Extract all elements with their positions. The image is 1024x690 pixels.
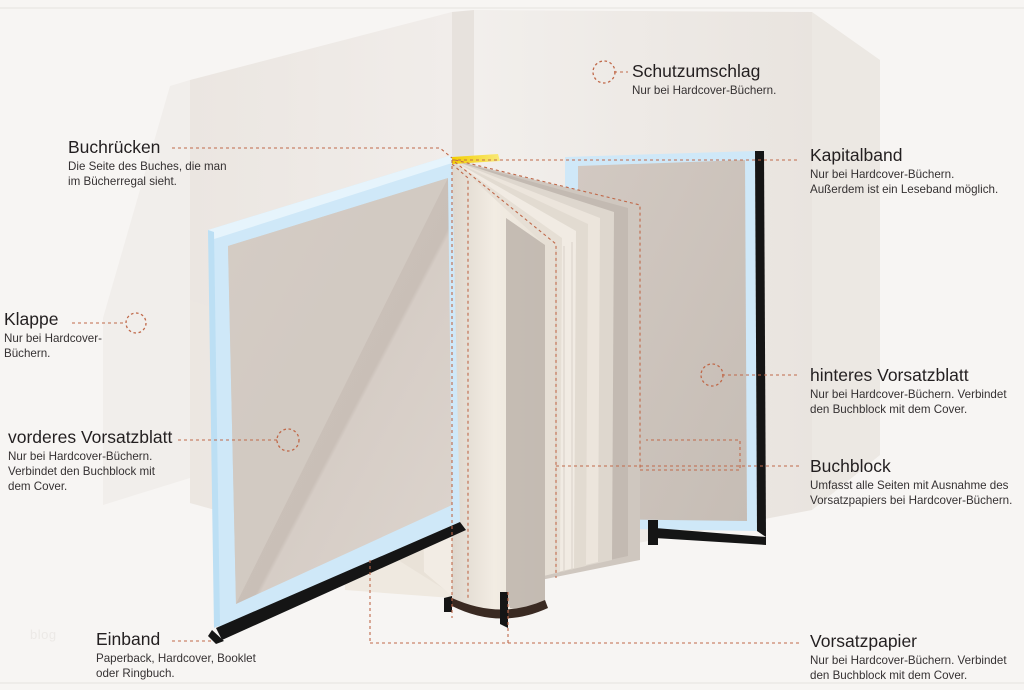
callout-einband-desc: Paperback, Hardcover, Booklet oder Ringb…	[96, 651, 256, 681]
marker-circle-hinteres-vorsatzblatt	[700, 363, 724, 387]
callout-vorsatzpapier-title: Vorsatzpapier	[810, 631, 918, 651]
front-cover-board-left-edge	[208, 230, 220, 628]
callout-vorsatzpapier-desc-line-1: Nur bei Hardcover-Büchern. Verbindet	[810, 653, 1007, 667]
callout-klappe-desc-line-1: Nur bei Hardcover-	[4, 331, 102, 345]
leader-block-outline-outer	[454, 159, 641, 470]
callout-buchruecken-title: Buchrücken	[68, 137, 161, 157]
callout-buchblock: Buchblock Umfasst alle Seiten mit Ausnah…	[810, 457, 1012, 508]
front-cover-edge-bottom	[216, 522, 466, 640]
callout-vorsatzpapier-desc-line-2: den Buchblock mit dem Cover.	[810, 668, 968, 682]
book-block-gutter-shadow	[506, 218, 545, 609]
dust-jacket-right-flap	[812, 12, 880, 510]
callout-schutzumschlag-desc: Nur bei Hardcover-Büchern.	[632, 83, 777, 97]
marker-circle-klappe	[125, 312, 147, 334]
leader-front-endpaper-outline	[451, 163, 469, 600]
callout-buchruecken-desc-line-2: im Bücherregal sieht.	[68, 174, 177, 188]
back-cover-edge-right	[755, 151, 766, 537]
front-cover-edge-corner	[208, 630, 224, 644]
callout-hinteres-vorsatzblatt: hinteres Vorsatzblatt Nur bei Hardcover-…	[810, 366, 1007, 417]
callout-klappe-title: Klappe	[4, 309, 59, 329]
callout-einband: Einband Paperback, Hardcover, Booklet od…	[96, 630, 256, 681]
front-cover-board-group	[208, 155, 466, 644]
callout-buchruecken-desc: Die Seite des Buches, die man im Bücherr…	[68, 159, 227, 189]
callout-schutzumschlag: Schutzumschlag Nur bei Hardcover-Büchern…	[632, 62, 776, 98]
callout-hinteres-vorsatzblatt-desc-line-1: Nur bei Hardcover-Büchern. Verbindet	[810, 387, 1007, 401]
front-cover-board-top-highlight	[208, 155, 452, 240]
callout-kapitalband-title: Kapitalband	[810, 145, 903, 165]
callout-buchblock-desc: Umfasst alle Seiten mit Ausnahme des Vor…	[810, 478, 1012, 508]
callout-hinteres-vorsatzblatt-desc: Nur bei Hardcover-Büchern. Verbindet den…	[810, 387, 1007, 417]
callout-schutzumschlag-title: Schutzumschlag	[632, 61, 761, 81]
callout-einband-desc-line-1: Paperback, Hardcover, Booklet	[96, 651, 256, 665]
callout-kapitalband-desc-line-1: Nur bei Hardcover-Büchern.	[810, 167, 955, 181]
callout-hinteres-vorsatzblatt-desc-line-2: den Buchblock mit dem Cover.	[810, 402, 968, 416]
callout-vorderes-vorsatzblatt-desc-line-1: Nur bei Hardcover-Büchern.	[8, 449, 153, 463]
leader-block-outline-inner	[454, 161, 557, 578]
leader-lines-group	[72, 71, 800, 644]
callout-buchruecken: Buchrücken Die Seite des Buches, die man…	[68, 138, 227, 189]
callout-einband-title: Einband	[96, 629, 161, 649]
book-block-bottom-edge	[452, 598, 548, 619]
callout-kapitalband-desc-line-2: Außerdem ist ein Leseband möglich.	[810, 182, 999, 196]
callout-vorderes-vorsatzblatt-desc: Nur bei Hardcover-Büchern. Verbindet den…	[8, 449, 172, 494]
callout-buchblock-desc-line-1: Umfasst alle Seiten mit Ausnahme des	[810, 478, 1009, 492]
callout-buchblock-desc-line-2: Vorsatzpapiers bei Hardcover-Büchern.	[810, 493, 1013, 507]
callout-vorsatzpapier-desc: Nur bei Hardcover-Büchern. Verbindet den…	[810, 653, 1007, 683]
back-cover-edge-notch	[648, 520, 658, 545]
callout-hinteres-vorsatzblatt-title: hinteres Vorsatzblatt	[810, 365, 969, 385]
callout-vorderes-vorsatzblatt-desc-line-3: dem Cover.	[8, 480, 68, 494]
book-block-foot-sliver	[444, 596, 452, 612]
callout-vorderes-vorsatzblatt-title: vorderes Vorsatzblatt	[8, 427, 173, 447]
callout-klappe-desc-line-2: Büchern.	[4, 346, 51, 360]
callout-buchblock-title: Buchblock	[810, 456, 891, 476]
callout-vorsatzpapier: Vorsatzpapier Nur bei Hardcover-Büchern.…	[810, 632, 1007, 683]
callout-vorderes-vorsatzblatt: vorderes Vorsatzblatt Nur bei Hardcover-…	[8, 428, 172, 494]
watermark-text: blog	[30, 627, 57, 642]
leader-buchblock-hook	[640, 439, 741, 471]
front-cover-sheen	[228, 178, 448, 604]
page-line-hatching	[555, 242, 573, 574]
callout-klappe-desc: Nur bei Hardcover- Büchern.	[4, 331, 102, 361]
dust-jacket-left-flap	[103, 80, 190, 505]
marker-circle-schutzumschlag	[592, 60, 616, 84]
callout-buchruecken-desc-line-1: Die Seite des Buches, die man	[68, 159, 227, 173]
book-block-foot-sliver-2	[500, 592, 508, 628]
leader-buchruecken	[172, 147, 453, 159]
callout-klappe: Klappe Nur bei Hardcover- Büchern.	[4, 310, 102, 361]
headband-kapitalband	[452, 154, 500, 164]
back-cover-edge-bottom	[655, 528, 766, 545]
callout-kapitalband-desc: Nur bei Hardcover-Büchern. Außerdem ist …	[810, 167, 998, 197]
callout-vorderes-vorsatzblatt-desc-line-2: Verbindet den Buchblock mit	[8, 464, 155, 478]
callout-einband-desc-line-2: oder Ringbuch.	[96, 666, 175, 680]
marker-circles-group	[125, 60, 724, 452]
marker-circle-vorderes-vorsatzblatt	[276, 428, 300, 452]
callout-kapitalband: Kapitalband Nur bei Hardcover-Büchern. A…	[810, 146, 998, 197]
